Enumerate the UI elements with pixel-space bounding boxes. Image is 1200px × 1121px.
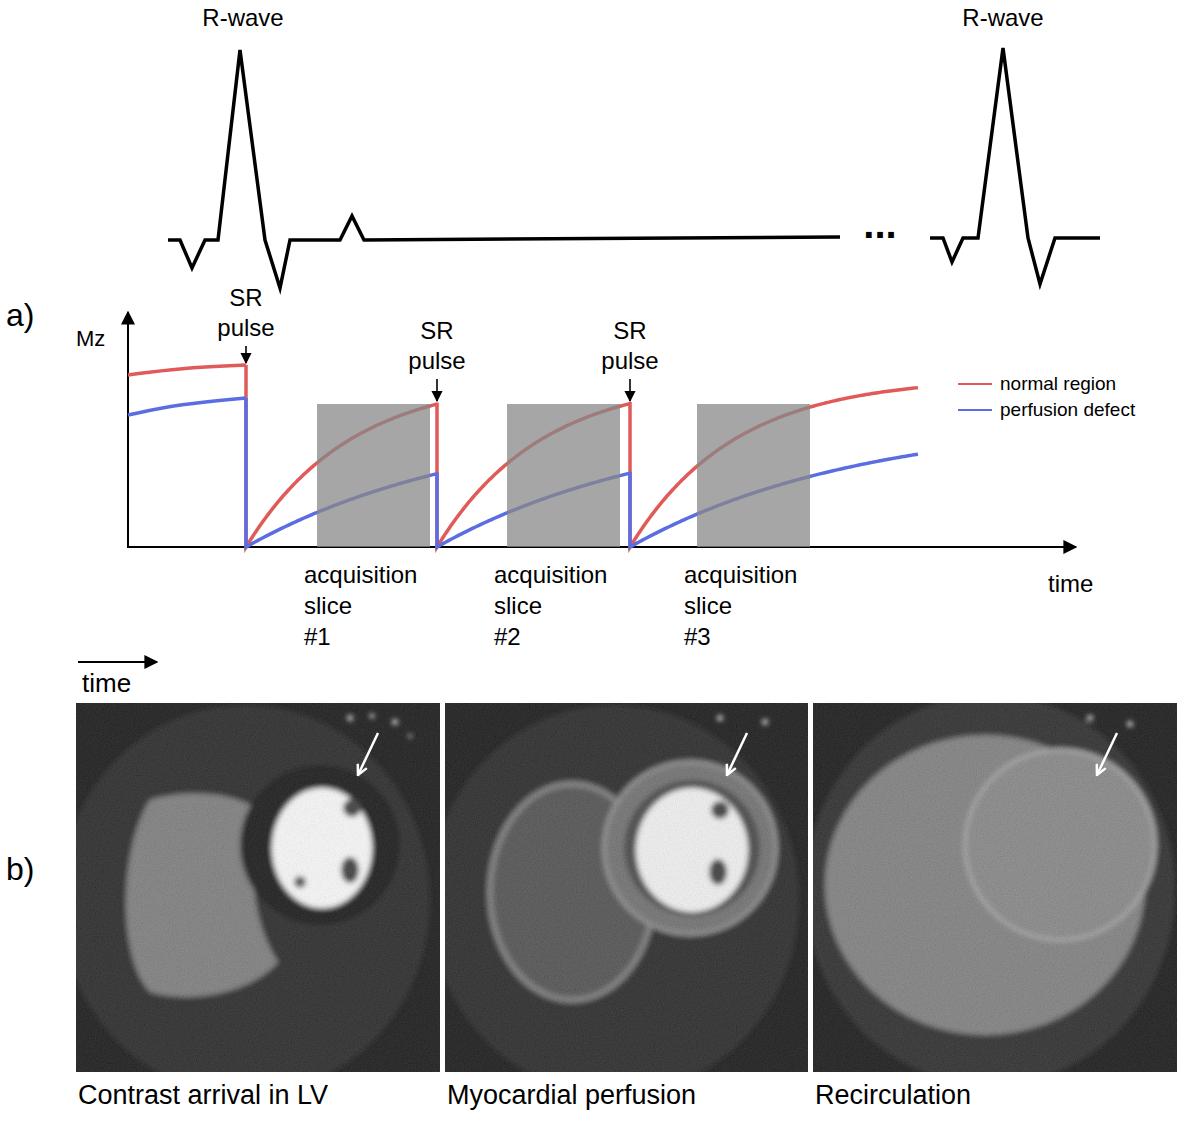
image-ground [813, 703, 1177, 1072]
pointer-arrow [1097, 733, 1117, 775]
time-arrow [78, 661, 157, 663]
magnetization-curves [128, 365, 918, 547]
mz-curve [128, 398, 246, 415]
acquisition-window: acquisition slice #2 [507, 404, 620, 547]
mri-image [76, 703, 440, 1072]
legend-text: normal region [1000, 372, 1116, 396]
plot-axes [127, 312, 1076, 548]
mri-image [445, 703, 808, 1072]
panel-label: b) [6, 850, 56, 888]
frame-caption: Contrast arrival in LV [78, 1079, 438, 1111]
frame-caption: Myocardial perfusion [447, 1079, 807, 1111]
mz-curve [128, 365, 918, 547]
legend-row: normal region [958, 371, 1135, 397]
mri-frame: Contrast arrival in LV [76, 703, 440, 1072]
legend-row: perfusion defect [958, 397, 1135, 423]
pulse-arrow [245, 346, 247, 363]
axis-label: time [82, 668, 162, 698]
frame-caption: Recirculation [815, 1079, 1175, 1111]
image-noise [813, 703, 1177, 1072]
pointer-arrow [727, 733, 747, 775]
mz-curve [128, 398, 918, 547]
acquisition-window: acquisition slice #3 [697, 404, 810, 547]
mz-curve [128, 365, 246, 375]
mri-frame: Myocardial perfusion [445, 703, 808, 1072]
ecg-line [930, 48, 1100, 284]
axis-label: time [1048, 570, 1128, 598]
legend-swatch [958, 409, 992, 411]
image-ground [445, 703, 808, 1072]
legend-text: perfusion defect [1000, 398, 1135, 422]
pulse-arrow [436, 379, 438, 401]
pulse-label: SR pulse [397, 316, 477, 376]
peak-label: R-wave [943, 4, 1063, 32]
slice-label: acquisition slice #3 [684, 559, 834, 652]
peak-label: R-wave [183, 4, 303, 32]
y-axis [127, 312, 129, 548]
legend: normal regionperfusion defect [958, 371, 1135, 423]
pointer-arrow [358, 733, 378, 775]
ecg-line [168, 50, 840, 288]
slice-label: acquisition slice #2 [494, 559, 644, 652]
slice-label: acquisition slice #1 [304, 559, 454, 652]
pulse-label: SR pulse [590, 316, 670, 376]
mri-image [813, 703, 1177, 1072]
panel-label: a) [6, 296, 56, 334]
pulse-arrow [629, 379, 631, 401]
mz-curve [246, 365, 918, 547]
image-noise [445, 703, 808, 1072]
pulse-label: SR pulse [206, 283, 286, 343]
mz-curve [246, 398, 918, 547]
legend-swatch [958, 383, 992, 385]
image-noise [76, 703, 440, 1072]
axis-label: Mz [76, 326, 126, 352]
ecg-trace [168, 48, 1100, 288]
ellipsis: ... [850, 201, 910, 247]
mri-frame: Recirculation [813, 703, 1177, 1072]
image-ground [76, 703, 440, 1072]
acquisition-window: acquisition slice #1 [317, 404, 430, 547]
